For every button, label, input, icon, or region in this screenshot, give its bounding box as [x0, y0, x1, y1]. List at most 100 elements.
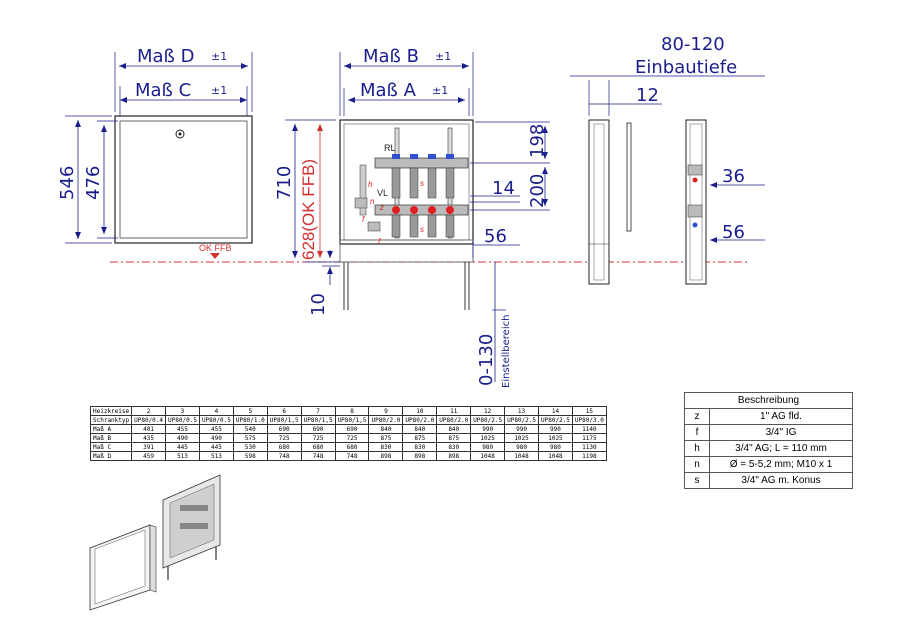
desc-value: 3/4" AG m. Konus — [709, 472, 853, 489]
label-z: z — [379, 203, 384, 212]
spec-cell: 1140 — [571, 424, 607, 434]
spec-cell: 980 — [538, 442, 573, 452]
spec-cell: 9 — [368, 406, 404, 416]
spec-cell: 598 — [232, 451, 268, 461]
spec-cell: 1025 — [538, 433, 573, 443]
label-ok-ffb: OK FFB — [199, 243, 232, 253]
spec-cell: 12 — [470, 406, 506, 416]
spec-cell: 680 — [300, 442, 336, 452]
spec-cell: 840 — [436, 424, 472, 434]
spec-cell: 490 — [165, 433, 200, 443]
spec-cell: 530 — [232, 442, 268, 452]
spec-cell: 725 — [266, 433, 302, 443]
spec-cell: 14 — [538, 406, 573, 416]
spec-cell: 391 — [131, 442, 167, 452]
desc-value: 3/4" IG — [709, 424, 853, 441]
spec-row-header: Schranktyp — [89, 415, 133, 425]
spec-cell: 1198 — [571, 451, 607, 461]
label-rl: RL — [384, 143, 396, 153]
spec-cell: UP80/2.0 — [368, 415, 404, 425]
desc-value: Ø = 5-5,2 mm; M10 x 1 — [709, 456, 853, 473]
perspective-cabinet-thumbnail — [162, 474, 221, 580]
description-title: Beschreibung — [684, 392, 853, 409]
label-mass-b: Maß B — [363, 46, 419, 67]
side-view-door — [588, 119, 632, 285]
spec-cell: 875 — [368, 433, 404, 443]
spec-cell: 455 — [165, 424, 200, 434]
spec-cell: 5 — [232, 406, 268, 416]
spec-cell: 690 — [266, 424, 302, 434]
spec-cell: 15 — [571, 406, 607, 416]
dim-0-130: 0-130 — [476, 334, 497, 386]
spec-cell: 1048 — [470, 451, 506, 461]
spec-cell: 830 — [436, 442, 472, 452]
spec-cell: 455 — [198, 424, 234, 434]
spec-cell: 445 — [165, 442, 200, 452]
dim-12: 12 — [636, 85, 659, 106]
spec-cell: 490 — [198, 433, 234, 443]
spec-cell: 11 — [436, 406, 472, 416]
dim-56: 56 — [484, 226, 507, 247]
spec-cell: 725 — [300, 433, 336, 443]
spec-cell: 445 — [198, 442, 234, 452]
spec-cell: 435 — [131, 433, 167, 443]
spec-row-header: Heizkreise — [89, 406, 133, 416]
spec-cell: 725 — [334, 433, 370, 443]
spec-cell: 540 — [232, 424, 268, 434]
spec-cell: 6 — [266, 406, 302, 416]
dim-546: 546 — [57, 166, 78, 200]
desc-key: z — [684, 408, 710, 425]
tolerance-c: ±1 — [211, 84, 227, 97]
spec-cell: 830 — [368, 442, 404, 452]
label-n: n — [370, 197, 375, 206]
spec-cell: 840 — [402, 424, 438, 434]
spec-cell: 1048 — [538, 451, 573, 461]
label-s-top: s — [420, 179, 424, 188]
desc-key: s — [684, 472, 710, 489]
spec-row-header: Maß C — [89, 442, 133, 452]
spec-row-header: Maß A — [89, 424, 133, 434]
spec-cell: 680 — [334, 442, 370, 452]
spec-cell: UP80/2.5 — [538, 415, 573, 425]
dim-36: 36 — [722, 166, 745, 187]
spec-cell: UP80/0.5 — [165, 415, 200, 425]
spec-cell: 1175 — [571, 433, 607, 443]
label-s-bottom: s — [420, 225, 424, 234]
spec-cell: 748 — [334, 451, 370, 461]
spec-cell: 1048 — [504, 451, 539, 461]
spec-cell: 459 — [131, 451, 167, 461]
spec-cell: 1130 — [571, 442, 607, 452]
dim-10: 10 — [308, 293, 329, 316]
tolerance-a: ±1 — [432, 84, 448, 97]
spec-cell: 513 — [198, 451, 234, 461]
spec-cell: 8 — [334, 406, 370, 416]
spec-cell: 875 — [402, 433, 438, 443]
label-h: h — [368, 180, 373, 189]
dim-200: 200 — [527, 174, 548, 208]
spec-cell: 1025 — [470, 433, 506, 443]
tolerance-b: ±1 — [435, 50, 451, 63]
spec-cell: 830 — [402, 442, 438, 452]
dim-476: 476 — [83, 166, 104, 200]
label-f2: f — [378, 237, 381, 246]
spec-cell: 2 — [131, 406, 167, 416]
label-vl: VL — [377, 188, 388, 198]
spec-cell: 990 — [538, 424, 573, 434]
spec-cell: 980 — [470, 442, 506, 452]
spec-cell: 3 — [165, 406, 200, 416]
cabinet-open-view — [339, 119, 474, 310]
spec-cell: 513 — [165, 451, 200, 461]
dim-710: 710 — [274, 166, 295, 200]
dim-198: 198 — [527, 124, 548, 158]
spec-cell: UP80/3.0 — [571, 415, 607, 425]
spec-cell: 898 — [368, 451, 404, 461]
spec-cell: 898 — [402, 451, 438, 461]
spec-cell: 690 — [334, 424, 370, 434]
spec-cell: UP80/1.0 — [232, 415, 268, 425]
spec-cell: 10 — [402, 406, 438, 416]
spec-cell: UP80/2.0 — [436, 415, 472, 425]
